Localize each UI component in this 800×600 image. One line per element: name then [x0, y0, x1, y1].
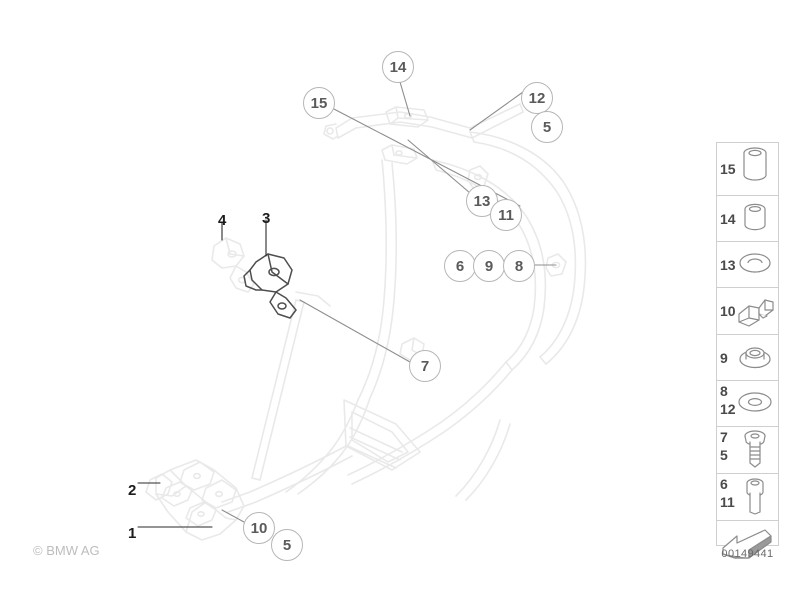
callout-label-3[interactable]: 3	[262, 210, 271, 227]
callout-bubble-8[interactable]: 8	[503, 250, 535, 282]
flat-grommet-icon	[739, 253, 771, 273]
callout-bubble-7[interactable]: 7	[409, 350, 441, 382]
callout-bubble-6[interactable]: 6	[444, 250, 476, 282]
callout-bubble-5[interactable]: 5	[271, 529, 303, 561]
short-cylinder-icon	[744, 203, 766, 231]
callout-bubble-14[interactable]: 14	[382, 51, 414, 83]
legend-row-9[interactable]: 9	[717, 335, 778, 381]
callout-bubble-11[interactable]: 11	[490, 199, 522, 231]
legend-number-15: 15	[720, 161, 736, 177]
legend-row-15[interactable]: 15	[717, 143, 778, 196]
legend-number-5: 5	[720, 447, 728, 463]
legend-number-14: 14	[720, 210, 736, 227]
callout-bubble-5[interactable]: 5	[531, 111, 563, 143]
callout-bubble-9[interactable]: 9	[473, 250, 505, 282]
flange-bolt-icon	[744, 430, 766, 468]
legend-row-arrow[interactable]	[717, 521, 778, 571]
washer-icon	[738, 392, 772, 412]
callout-bubble-15[interactable]: 15	[303, 87, 335, 119]
copyright-notice: © BMW AG	[33, 543, 100, 558]
legend-row-10[interactable]: 10	[717, 288, 778, 335]
legend-row-13[interactable]: 13	[717, 242, 778, 288]
legend-row-14[interactable]: 14	[717, 196, 778, 242]
arrow-block-icon	[722, 529, 772, 559]
tall-cylinder-icon	[743, 147, 767, 181]
callout-bubble-12[interactable]: 12	[521, 82, 553, 114]
legend-number-7: 7	[720, 429, 728, 445]
callout-bubble-10[interactable]: 10	[243, 512, 275, 544]
legend-number-11: 11	[720, 494, 735, 510]
legend-number-6: 6	[720, 476, 728, 492]
part-number: 00149441	[721, 548, 774, 560]
callout-label-1[interactable]: 1	[128, 525, 137, 542]
callout-label-4[interactable]: 4	[218, 212, 227, 229]
callout-label-2[interactable]: 2	[128, 482, 137, 499]
legend-number-13: 13	[720, 256, 736, 273]
stepped-grommet-icon	[739, 347, 771, 369]
socket-bolt-icon	[746, 478, 764, 515]
legend-number-12: 12	[720, 401, 736, 417]
legend-number-10: 10	[720, 303, 736, 319]
legend-number-9: 9	[720, 349, 728, 366]
clip-bracket-icon	[738, 299, 774, 327]
legend-number-8: 8	[720, 383, 728, 399]
